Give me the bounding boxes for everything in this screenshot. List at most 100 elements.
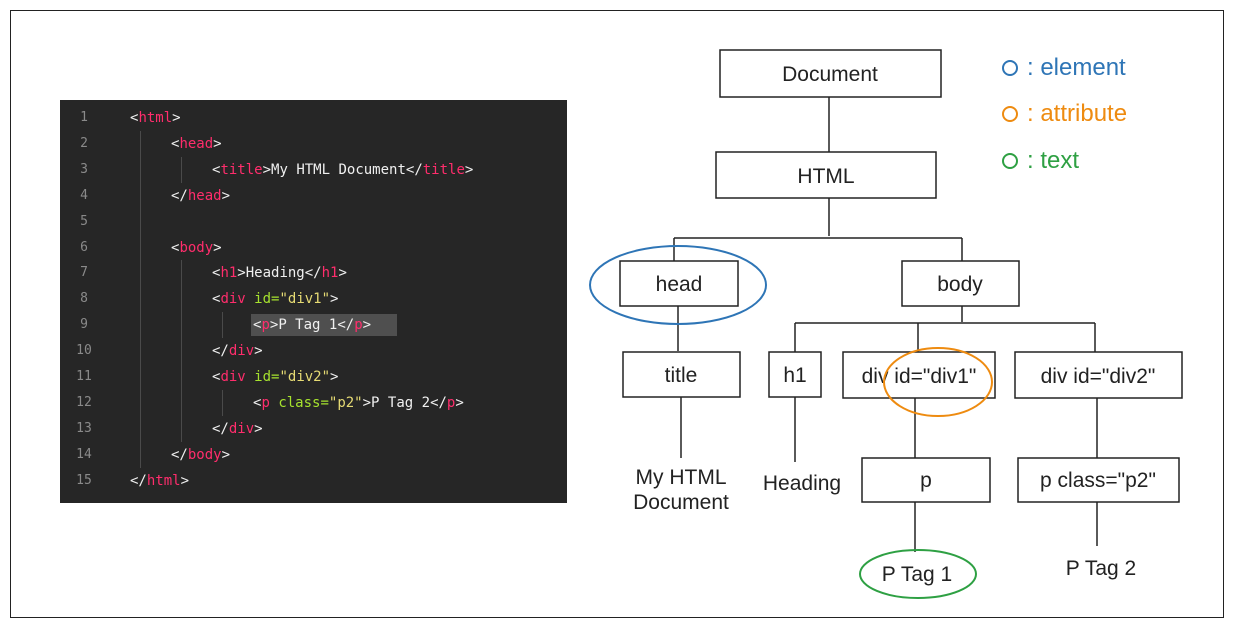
- code-token-br: >: [221, 446, 231, 463]
- code-text: </head>: [171, 183, 230, 209]
- code-token-br: </: [171, 187, 188, 204]
- code-line[interactable]: 3 <title>My HTML Document</title>: [60, 157, 567, 183]
- code-token-tag: div: [220, 291, 246, 308]
- code-token-br: >: [455, 394, 464, 411]
- code-token-br: <: [212, 291, 221, 308]
- code-token-str: "div1": [279, 291, 331, 308]
- line-number: 6: [80, 239, 88, 255]
- node-document-label: Document: [782, 63, 878, 86]
- text-node-heading: Heading: [763, 472, 841, 495]
- legend-attribute: : attribute: [1002, 100, 1127, 128]
- circle-icon: [1002, 60, 1018, 76]
- code-token-br: >: [330, 369, 339, 385]
- indent-guide: [222, 312, 223, 339]
- code-token-br: </: [405, 161, 423, 178]
- code-token-tag: div: [220, 369, 246, 385]
- node-document-box: [719, 49, 942, 98]
- code-token-br: >: [362, 317, 372, 334]
- code-line[interactable]: 4</head>: [60, 183, 567, 209]
- node-h1-label: h1: [783, 364, 806, 387]
- node-div2-box: [1014, 351, 1183, 399]
- text-node-p-tag-2: P Tag 2: [1066, 557, 1136, 580]
- code-line[interactable]: 15</html>: [60, 468, 567, 494]
- node-html-label: HTML: [797, 165, 854, 188]
- code-token-tag: title: [422, 161, 465, 178]
- line-number: 14: [76, 446, 92, 462]
- code-token-tag: body: [187, 446, 222, 463]
- code-line[interactable]: 7<h1>Heading</h1>: [60, 260, 567, 286]
- code-line[interactable]: 14 </body>: [60, 442, 567, 468]
- code-line[interactable]: 8<div id="div1">: [60, 286, 567, 312]
- line-number: 3: [80, 161, 88, 177]
- node-p2-box: [1017, 457, 1180, 503]
- code-line[interactable]: 12<p class="p2">P Tag 2</p>: [60, 390, 567, 416]
- code-token-br: >: [213, 135, 222, 152]
- legend-element: : element: [1002, 54, 1126, 82]
- code-line[interactable]: 13 </div>: [60, 416, 567, 442]
- code-token-br: >: [338, 265, 347, 282]
- node-title-label: title: [665, 364, 698, 387]
- code-line[interactable]: 1<html>: [60, 105, 567, 131]
- selection-highlight: [251, 314, 397, 337]
- code-text: <html>: [130, 105, 181, 131]
- figure-frame: [10, 10, 1224, 618]
- code-token-br: <: [253, 394, 262, 411]
- code-token-br: >: [330, 291, 339, 308]
- code-text: </div>: [212, 416, 263, 442]
- code-token-br: </: [212, 420, 229, 437]
- line-number: 13: [76, 420, 92, 436]
- line-number: 2: [80, 135, 88, 151]
- code-line[interactable]: 11 <div id="div2">: [60, 364, 567, 390]
- code-token-br: >: [254, 343, 263, 360]
- code-line[interactable]: 10</div>: [60, 338, 567, 364]
- code-token-tag: h1: [220, 265, 238, 282]
- node-p-box: [861, 457, 991, 503]
- line-number: 7: [80, 265, 88, 281]
- code-text: <div id="div2">: [212, 364, 338, 390]
- code-token-txt: Heading: [245, 265, 305, 282]
- node-div2-label: div id="div2": [1041, 365, 1156, 388]
- indent-guide: [140, 130, 141, 468]
- code-token-br: </: [212, 343, 229, 360]
- node-p-label: p: [920, 469, 932, 492]
- code-token-br: <: [212, 265, 221, 282]
- code-token-br: </: [171, 446, 188, 463]
- code-line[interactable]: 9<p>P Tag 1</p>: [60, 312, 567, 338]
- code-token-attr: class=: [278, 394, 329, 411]
- line-number: 5: [80, 213, 88, 229]
- code-text: <p class="p2">P Tag 2</p>: [253, 390, 464, 416]
- code-token-br: >: [262, 161, 272, 178]
- code-line[interactable]: 6<body>: [60, 235, 567, 261]
- code-token-txt: P Tag 1: [278, 317, 338, 334]
- code-token-tag: html: [146, 472, 181, 489]
- code-token-str: "div2": [279, 369, 331, 385]
- code-token-br: </: [430, 394, 447, 411]
- node-body-box: [901, 260, 1020, 307]
- code-token-str: "p2": [328, 394, 363, 411]
- line-number: 9: [80, 317, 88, 333]
- text-highlight-ellipse: [859, 549, 977, 599]
- legend-text-label: : text: [1027, 147, 1080, 174]
- code-text: </body>: [171, 442, 230, 468]
- code-text: <head>: [171, 131, 222, 157]
- code-token-br: >: [180, 472, 190, 489]
- code-token-tag: title: [220, 161, 263, 178]
- code-token-br: </: [304, 265, 322, 282]
- code-line[interactable]: 2 <head>: [60, 131, 567, 157]
- code-text: <title>My HTML Document</title>: [212, 157, 473, 183]
- code-token-br: >: [213, 239, 222, 256]
- code-text: <h1>Heading</h1>: [212, 260, 347, 286]
- code-token-br: <: [171, 135, 180, 152]
- attribute-highlight-ellipse: [883, 347, 993, 417]
- indent-guide: [222, 389, 223, 416]
- code-token-attr: id=: [254, 291, 280, 308]
- code-line[interactable]: 5: [60, 209, 567, 235]
- code-editor-panel: 1<html>2<head>3<title>My HTML Document</…: [60, 100, 567, 503]
- code-token-txt: My HTML Document: [271, 161, 406, 178]
- code-text: <div id="div1">: [212, 286, 338, 312]
- circle-icon: [1002, 153, 1018, 169]
- node-p2-label: p class="p2": [1040, 469, 1156, 492]
- legend-text: : text: [1002, 147, 1079, 175]
- line-number: 11: [76, 369, 92, 384]
